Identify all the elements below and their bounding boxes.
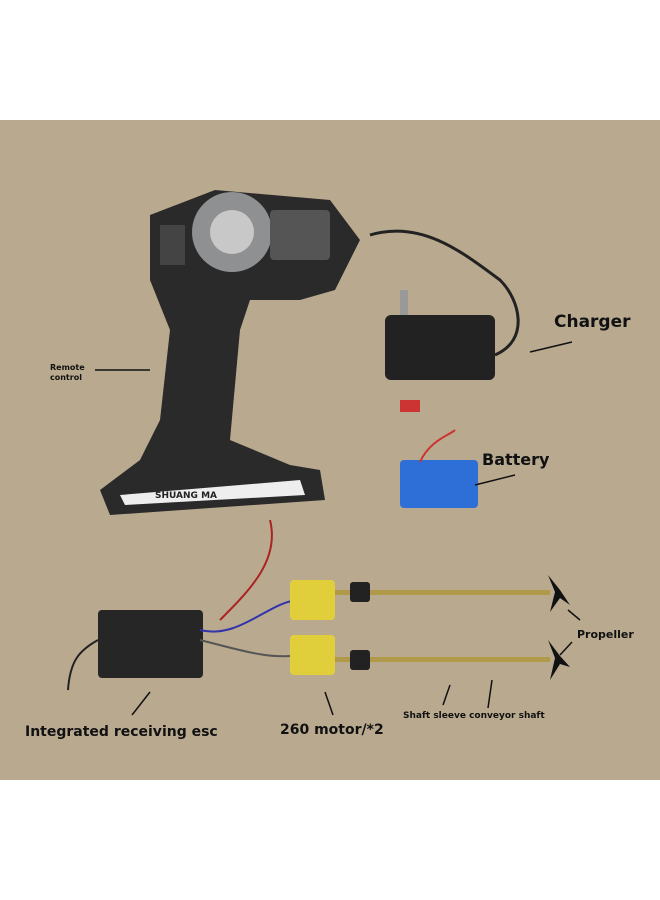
battery-image (400, 429, 478, 508)
motor-shaft-image (290, 575, 570, 680)
esc-label: Integrated receiving esc (25, 724, 218, 740)
propeller-label: Propeller (577, 628, 634, 641)
product-photo: SHUANG MA (0, 120, 660, 780)
motor-label: 260 motor/*2 (280, 722, 384, 738)
remote-brand-text: SHUANG MA (155, 491, 217, 501)
battery-label: Battery (482, 450, 550, 469)
shaft-label: Shaft sleeve conveyor shaft (403, 711, 545, 721)
remote-label-line1: Remote (50, 363, 85, 372)
remote-control-image: SHUANG MA (100, 190, 360, 515)
pointer-lines (95, 341, 581, 716)
charger-image (369, 229, 520, 412)
esc-image (67, 519, 301, 691)
product-illustration: SHUANG MA (67, 190, 581, 716)
charger-label: Charger (554, 312, 631, 332)
remote-control-label: Remote control (50, 363, 85, 383)
remote-label-line2: control (50, 373, 82, 382)
